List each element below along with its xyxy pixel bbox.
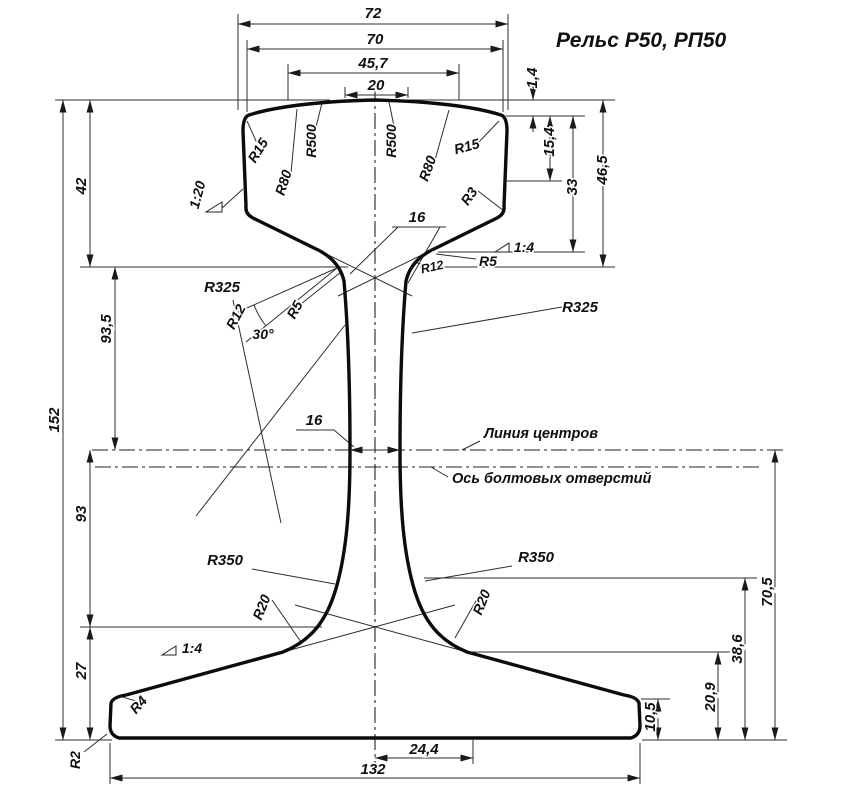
radius-label-r350-right: R350 <box>518 549 555 566</box>
dim-label-42: 42 <box>73 177 90 195</box>
dim-label-10-5: 10,5 <box>642 702 659 732</box>
dim-label-20: 20 <box>367 77 385 94</box>
radius-label-r5-left: R5 <box>283 298 306 322</box>
slope-triangle-1-4-right <box>493 242 510 253</box>
dimension-lines <box>59 20 779 782</box>
dim-label-27: 27 <box>73 662 90 680</box>
radius-label-r325-right: R325 <box>562 299 599 316</box>
dim-label-33: 33 <box>564 178 581 195</box>
dim-label-15-4: 15,4 <box>541 127 558 157</box>
radius-label-r80-left: R80 <box>272 168 295 198</box>
radius-label-r500-left: R500 <box>303 124 319 158</box>
dim-label-152: 152 <box>46 407 63 433</box>
dim-label-45-7: 45,7 <box>357 55 388 72</box>
radius-label-r3: R3 <box>457 184 480 208</box>
radius-label-r20-right: R20 <box>469 587 494 617</box>
angle-label-30: 30° <box>252 326 274 342</box>
radius-label-r15-right: R15 <box>452 135 481 157</box>
dim-label-132: 132 <box>360 761 386 778</box>
radius-label-r325-left: R325 <box>204 279 241 296</box>
radius-label-r5-right: R5 <box>479 253 497 269</box>
dim-label-20-9: 20,9 <box>702 682 719 713</box>
radius-label-r350-left: R350 <box>207 552 244 569</box>
slope-triangle-1-20 <box>204 201 223 213</box>
radius-label-r15-left: R15 <box>244 135 271 165</box>
slope-label-1-4-left: 1:4 <box>182 640 202 656</box>
dim-label-24-4: 24,4 <box>408 741 439 758</box>
radius-label-r4: R4 <box>126 692 150 716</box>
rail-profile <box>108 98 642 740</box>
slope-label-1-20: 1:20 <box>186 179 209 210</box>
radius-label-r20-left: R20 <box>249 592 274 622</box>
dim-label-16-top: 16 <box>409 209 426 226</box>
bolt-axis-label: Ось болтовых отверстий <box>452 471 652 487</box>
radius-label-r80-right: R80 <box>415 153 439 183</box>
dim-label-70-5: 70,5 <box>759 577 776 607</box>
leader-lines <box>83 101 563 753</box>
slope-triangle-1-4-left <box>160 645 177 656</box>
labels: Рельс Р50, РП50 72 70 45,7 20 1,4 15,4 3… <box>45 4 778 780</box>
extension-lines <box>55 14 787 784</box>
radius-label-r12-right: R12 <box>419 258 444 276</box>
dim-label-1-4: 1,4 <box>524 67 541 89</box>
dim-label-70: 70 <box>367 31 384 48</box>
slope-label-1-4-right: 1:4 <box>514 239 534 255</box>
dim-label-16-mid: 16 <box>306 412 323 429</box>
dim-label-93-5: 93,5 <box>98 314 115 344</box>
dim-label-38-6: 38,6 <box>729 634 746 664</box>
centerlines <box>92 86 786 766</box>
drawing-title: Рельс Р50, РП50 <box>556 29 727 52</box>
dim-label-93: 93 <box>73 505 90 522</box>
dim-label-46-5: 46,5 <box>594 155 611 186</box>
slope-symbols <box>160 201 510 656</box>
radius-label-r500-right: R500 <box>383 124 399 158</box>
centers-line-label: Линия центров <box>483 426 598 442</box>
radius-label-r12-left: R12 <box>222 301 248 331</box>
dim-label-72: 72 <box>365 5 382 22</box>
radius-label-r2: R2 <box>67 751 83 769</box>
construction-slope-lines <box>282 247 468 653</box>
